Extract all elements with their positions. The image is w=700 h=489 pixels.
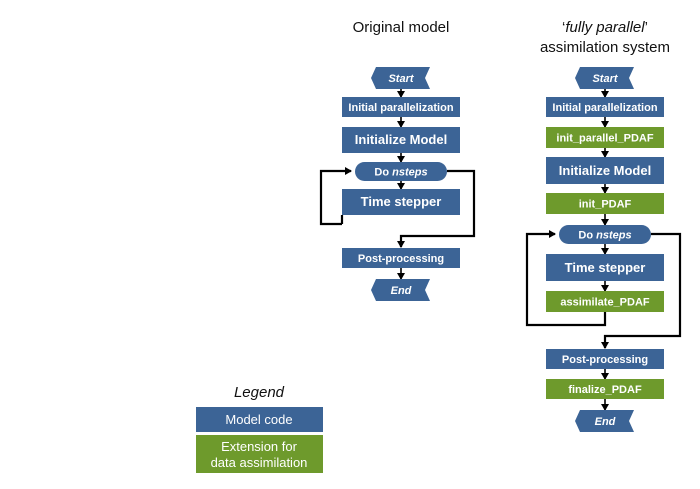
parallel-system-title: ‘fully parallel’ bbox=[562, 19, 648, 36]
parallel-time-stepper-label: Time stepper bbox=[565, 260, 646, 275]
original-time-stepper-box bbox=[342, 189, 460, 215]
parallel-loop-exit-connector bbox=[601, 232, 682, 349]
original-initialize-model-label: Initialize Model bbox=[355, 132, 447, 147]
parallel-start-label: Start bbox=[592, 73, 618, 85]
legend-model-code-swatch bbox=[196, 407, 323, 432]
legend-model-code-label: Model code bbox=[225, 412, 292, 427]
parallel-init-parallel-pdaf-label: init_parallel_PDAF bbox=[556, 133, 653, 145]
parallel-do-nsteps-node bbox=[559, 225, 651, 244]
parallel-init-pdaf-box bbox=[546, 193, 664, 214]
parallel-initialize-model-box bbox=[546, 157, 664, 184]
original-initial-parallelization-box bbox=[342, 97, 460, 117]
legend-title: Legend bbox=[234, 384, 285, 401]
parallel-initial-parallelization-label: Initial parallelization bbox=[552, 102, 657, 114]
legend-extension-swatch bbox=[196, 435, 323, 473]
parallel-assimilate-pdaf-label: assimilate_PDAF bbox=[560, 297, 650, 309]
original-do-nsteps-label: Do nsteps bbox=[374, 167, 427, 179]
original-end-node bbox=[371, 279, 430, 301]
original-post-processing-box bbox=[342, 248, 460, 268]
parallel-finalize-pdaf-label: finalize_PDAF bbox=[568, 384, 642, 396]
original-post-processing-label: Post-processing bbox=[358, 253, 444, 265]
parallel-post-processing-label: Post-processing bbox=[562, 354, 648, 366]
parallel-assimilate-pdaf-box bbox=[546, 291, 664, 312]
parallel-initial-parallelization-box bbox=[546, 97, 664, 117]
original-initial-parallelization-label: Initial parallelization bbox=[348, 102, 453, 114]
original-start-label: Start bbox=[388, 73, 414, 85]
parallel-initialize-model-label: Initialize Model bbox=[559, 163, 651, 178]
parallel-init-parallel-pdaf-box bbox=[546, 127, 664, 148]
parallel-time-stepper-box bbox=[546, 254, 664, 281]
legend-extension-label-line2: data assimilation bbox=[211, 455, 308, 470]
original-loop-exit-connector bbox=[397, 169, 476, 248]
parallel-loop-back-connector bbox=[525, 230, 607, 327]
legend-extension-label-line1: Extension for bbox=[221, 439, 298, 454]
original-start-node bbox=[371, 67, 430, 89]
parallel-init-pdaf-label: init_PDAF bbox=[579, 199, 632, 211]
original-loop-back-connector bbox=[319, 167, 352, 226]
parallel-system-title-line2: assimilation system bbox=[540, 39, 670, 56]
parallel-start-node bbox=[575, 67, 634, 89]
parallel-end-node bbox=[575, 410, 634, 432]
original-end-label: End bbox=[391, 285, 412, 297]
parallel-end-label: End bbox=[595, 416, 616, 428]
original-initialize-model-box bbox=[342, 127, 460, 153]
original-time-stepper-label: Time stepper bbox=[361, 194, 442, 209]
original-do-nsteps-node bbox=[355, 162, 447, 181]
original-model-title: Original model bbox=[353, 19, 450, 36]
parallel-finalize-pdaf-box bbox=[546, 379, 664, 399]
parallel-do-nsteps-label: Do nsteps bbox=[578, 230, 631, 242]
parallel-post-processing-box bbox=[546, 349, 664, 369]
